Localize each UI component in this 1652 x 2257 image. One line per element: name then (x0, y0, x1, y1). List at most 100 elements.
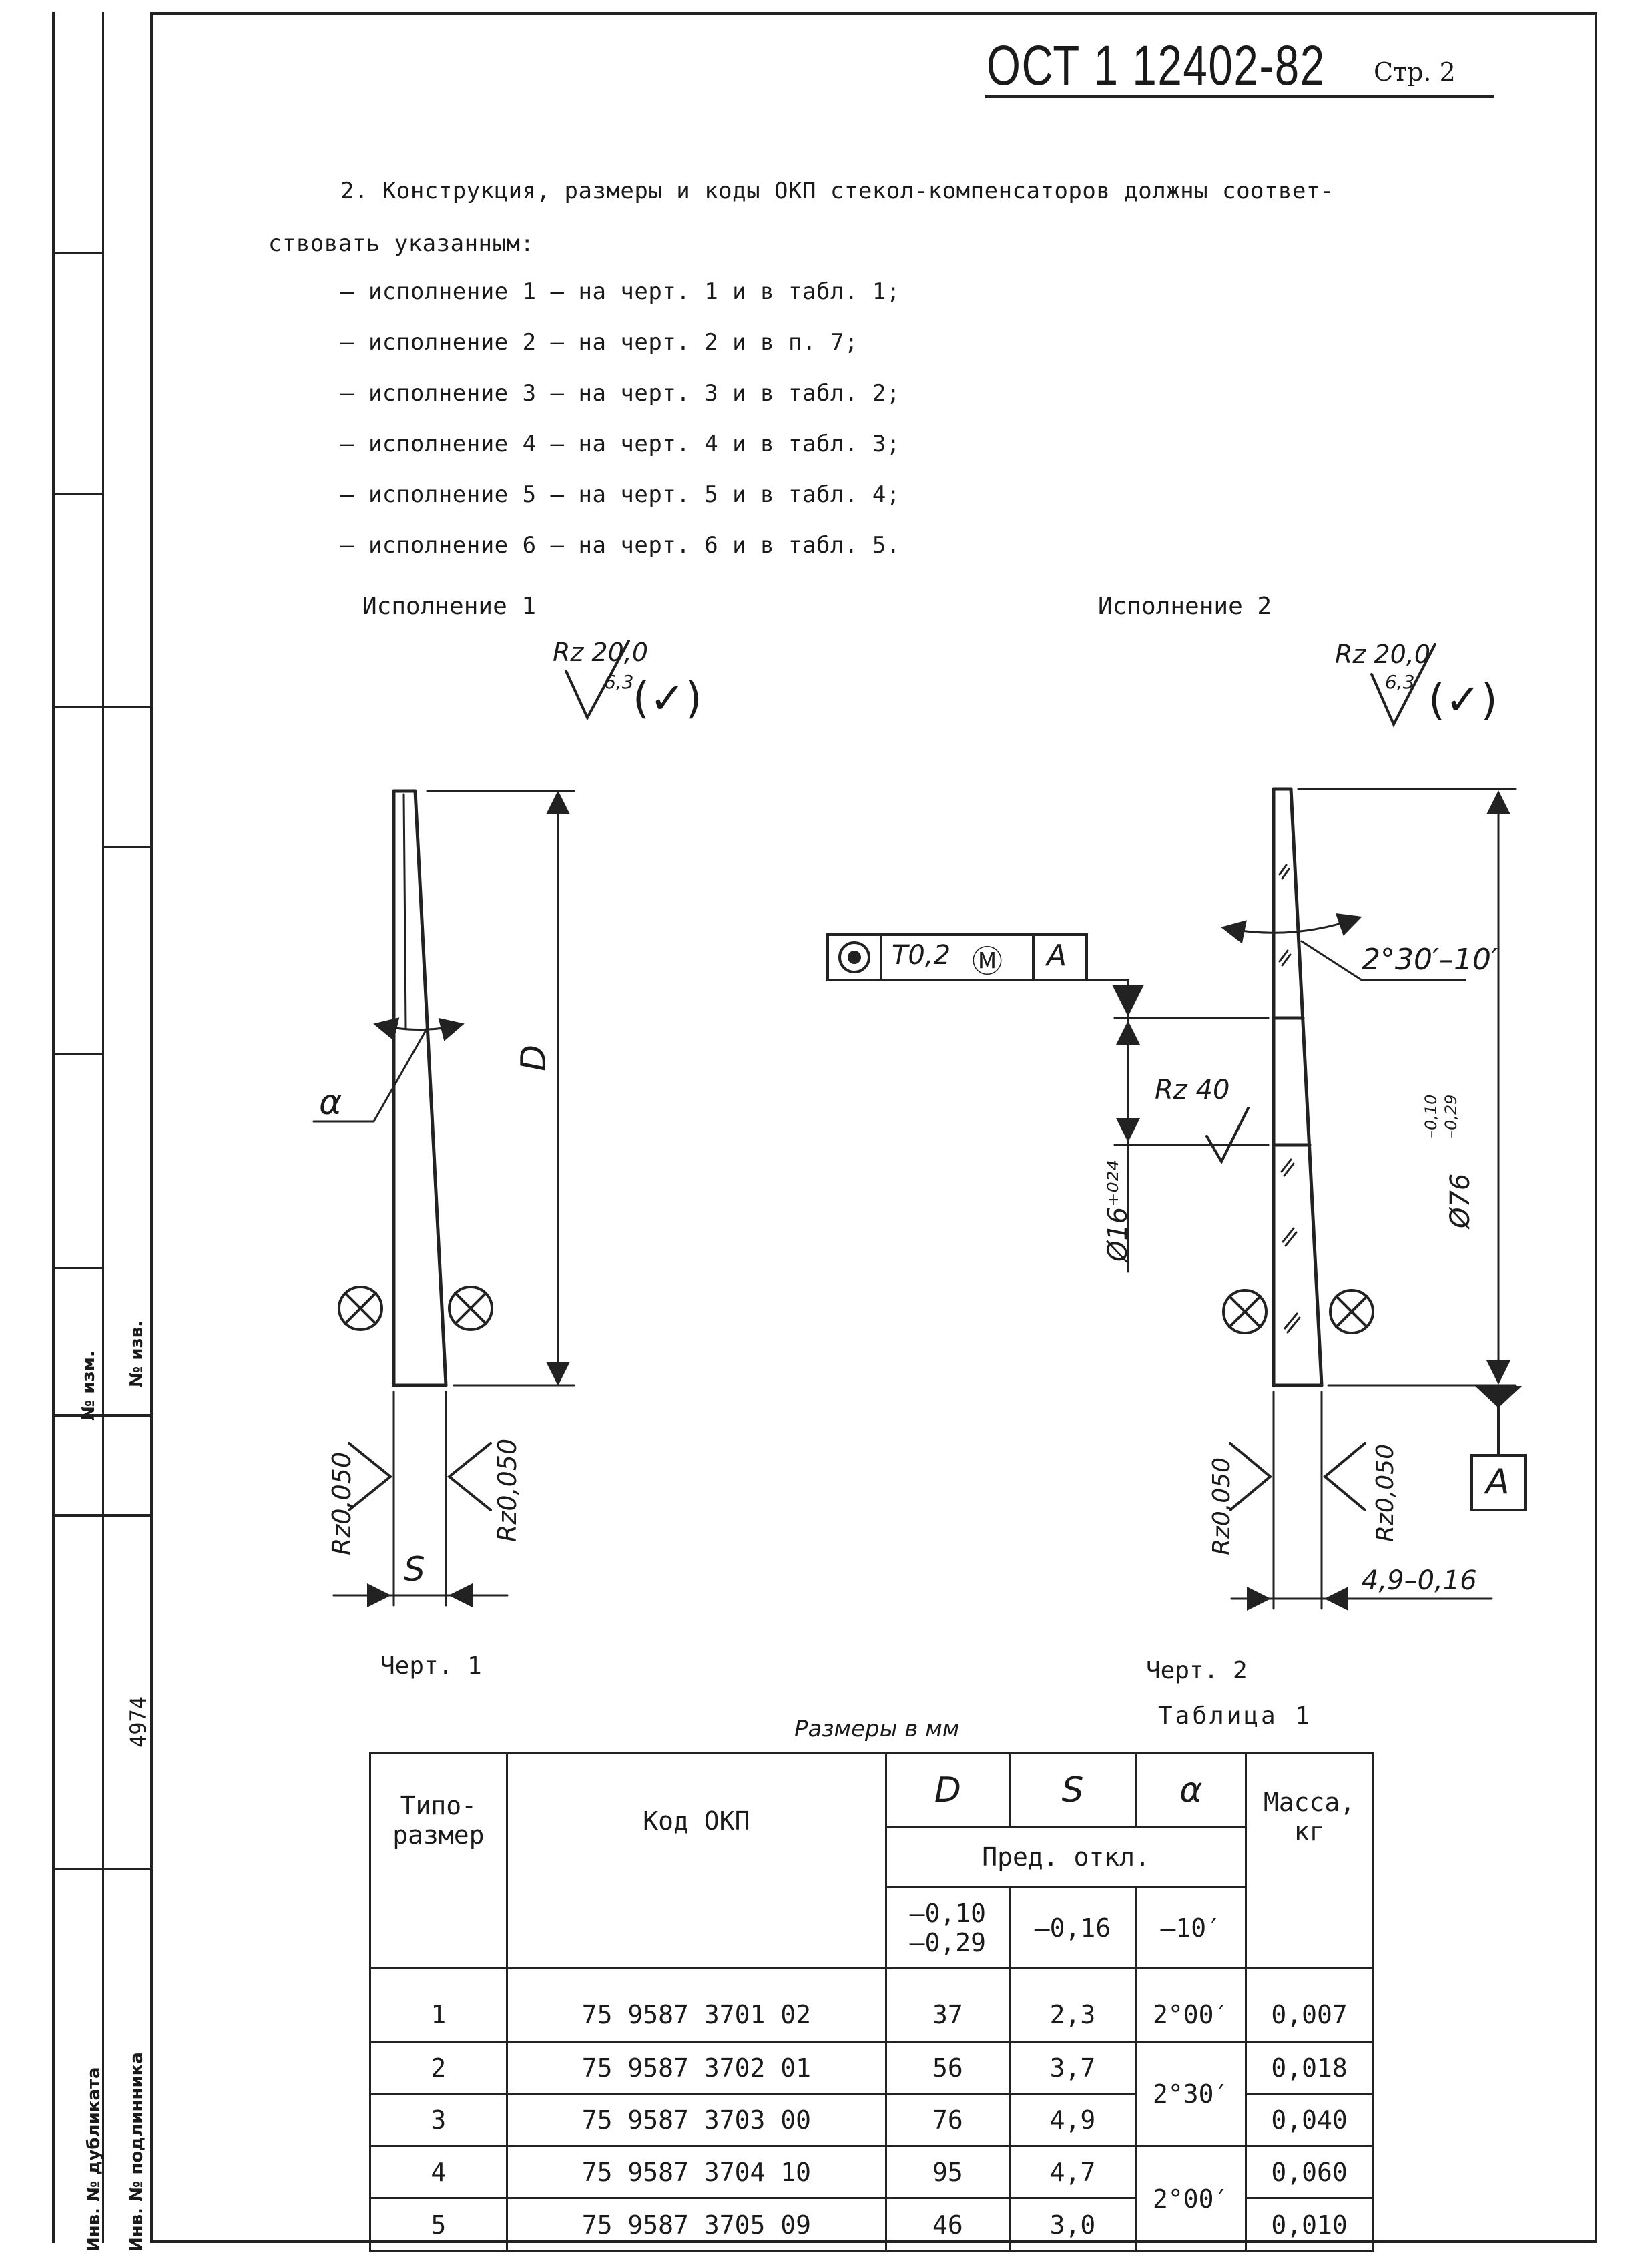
sidebar-rule (52, 493, 102, 495)
tolerance-value: T0,2 (892, 940, 951, 971)
cell-D: 95 (885, 2145, 1011, 2199)
table-row: 4 75 9587 3704 10 95 4,7 2°00′ 0,060 (369, 2145, 1374, 2252)
cell-mass: 0,060 (1245, 2145, 1374, 2199)
cell-mass: 0,010 (1245, 2197, 1374, 2252)
sidebar-rule (102, 846, 152, 848)
cell-D: 76 (885, 2093, 1011, 2147)
cell-S: 3,0 (1008, 2197, 1137, 2252)
cell-mass: 0,018 (1245, 2041, 1374, 2095)
max-material-icon: Ⓜ (972, 943, 1003, 979)
drawing1-dim-D: D (514, 1044, 555, 1072)
cell-S: 4,9 (1008, 2093, 1137, 2147)
cell-code: 75 9587 3701 02 (505, 1988, 888, 2043)
cell-type: 1 (369, 1988, 508, 2043)
roughness-check-icon: (✓) (1428, 676, 1498, 725)
table-row: 1 75 9587 3701 02 37 2,3 2°00′ 0,007 (369, 1988, 1374, 2043)
drawing1-title: Исполнение 1 (362, 593, 537, 620)
drawing2-roughness-right: Rz0,050 (1372, 1444, 1399, 1542)
drawing1-caption: Черт. 1 (380, 1652, 482, 1680)
header-code: Код ОКП (505, 1752, 888, 1969)
drawing2-caption: Черт. 2 (1146, 1657, 1248, 1684)
intro-line-1: 2. Конструкция, размеры и коды ОКП стеко… (340, 178, 1334, 204)
header-tol-S: –0,16 (1008, 1886, 1137, 1969)
spec-table: Типо- размер Код ОКП D S α Масса, кг Пре… (369, 1752, 1374, 2252)
drawing2-roughness-top-sub: 6,3 (1385, 671, 1415, 693)
list-item: – исполнение 4 – на черт. 4 и в табл. 3; (340, 431, 900, 457)
spacer-cell (369, 1967, 508, 1989)
cell-code: 75 9587 3702 01 (505, 2041, 888, 2095)
spacer-cell (885, 1967, 1011, 1989)
cell-S: 2,3 (1008, 1988, 1137, 2043)
drawing1-roughness-right: Rz0,050 (493, 1438, 522, 1542)
list-item: – исполнение 3 – на черт. 3 и в табл. 2; (340, 380, 900, 407)
cell-code: 75 9587 3703 00 (505, 2093, 888, 2147)
sidebar-border-left (52, 12, 55, 2243)
sidebar-registration: № изм. № изв. 4974 Инв. № дубликата Инв.… (52, 12, 153, 2252)
cell-S: 4,7 (1008, 2145, 1137, 2199)
drawing2-roughness-top: Rz 20,0 (1335, 640, 1431, 669)
title-underline (985, 95, 1494, 98)
drawing2-dim-large: Ø76 (1445, 1173, 1476, 1228)
spacer-cell (505, 1967, 888, 1989)
sidebar-rule (52, 706, 152, 708)
sidebar-rule (52, 1868, 152, 1870)
cell-mass: 0,040 (1245, 2093, 1374, 2147)
drawing1-dim-S: S (404, 1550, 425, 1589)
table-units: Размеры в мм (794, 1716, 960, 1742)
intro-line-2: ствовать указанным: (268, 230, 535, 257)
drawing2-dim-small: Ø16⁺⁰²⁴ (1103, 1160, 1133, 1262)
cell-D: 37 (885, 1988, 1011, 2043)
table-row: 3 75 9587 3703 00 76 4,9 0,040 (369, 2093, 1374, 2147)
doc-code: ОСТ 1 12402-82 (987, 34, 1326, 97)
inv-number: 4974 (125, 1696, 151, 1748)
header-tol-D: –0,10 –0,29 (885, 1886, 1011, 1969)
list-item: – исполнение 5 – на черт. 5 и в табл. 4; (340, 481, 900, 508)
sidebar-rule (52, 1414, 152, 1417)
podl-label: Инв. № подлинника (127, 2052, 147, 2252)
header-S: S (1008, 1752, 1137, 1828)
izv-label: № изв. (127, 1320, 147, 1387)
header-alpha: α (1135, 1752, 1248, 1828)
spacer-cell (1008, 1967, 1137, 1989)
roughness-check-icon: (✓) (633, 674, 702, 724)
sidebar-rule (52, 252, 102, 254)
cell-alpha: 2°00′ (1135, 2145, 1248, 2252)
sidebar-divider (102, 12, 104, 2243)
table-row: 5 75 9587 3705 09 46 3,0 0,010 (369, 2197, 1374, 2252)
drawing1-dim-alpha: α (319, 1083, 342, 1123)
header-tol-alpha: –10′ (1135, 1886, 1248, 1969)
cell-D: 56 (885, 2041, 1011, 2095)
drawing2-dim-thickness: 4,9–0,16 (1362, 1565, 1477, 1596)
drawing2-roughness-left: Rz0,050 (1208, 1457, 1235, 1555)
sidebar-rule (52, 1514, 152, 1517)
header-type: Типо- размер (369, 1752, 508, 1969)
cell-D: 46 (885, 2197, 1011, 2252)
sidebar-rule (52, 1267, 102, 1269)
drawing2-angle: 2°30′–10′ (1362, 943, 1498, 977)
sidebar-rule (52, 1053, 102, 1055)
cell-code: 75 9587 3705 09 (505, 2197, 888, 2252)
drawing2-title: Исполнение 2 (1098, 593, 1272, 620)
spacer-cell (1245, 1967, 1374, 1989)
cell-type: 5 (369, 2197, 508, 2252)
list-item: – исполнение 2 – на черт. 2 и в п. 7; (340, 329, 858, 356)
table-row: 2 75 9587 3702 01 56 3,7 2°30′ 0,018 (369, 2041, 1374, 2147)
spacer-cell (1135, 1967, 1248, 1989)
drawing2-dim-large-tol-bottom: –0,29 (1442, 1094, 1460, 1138)
cell-type: 4 (369, 2145, 508, 2199)
header-tolerance-group: Пред. откл. (885, 1826, 1248, 1888)
cell-alpha: 2°00′ (1135, 1988, 1248, 2043)
cell-S: 3,7 (1008, 2041, 1137, 2095)
drawing1-roughness-top-sub: 6,3 (604, 671, 634, 693)
izm-label: № изм. (79, 1350, 99, 1421)
cell-mass: 0,007 (1245, 1988, 1374, 2043)
drawing2-roughness-mid: Rz 40 (1155, 1075, 1230, 1105)
header-mass: Масса, кг (1245, 1752, 1374, 1969)
cell-type: 3 (369, 2093, 508, 2147)
list-item: – исполнение 6 – на черт. 6 и в табл. 5. (340, 532, 900, 559)
page-number: Стр. 2 (1374, 57, 1456, 87)
cell-type: 2 (369, 2041, 508, 2095)
tolerance-datum: A (1047, 939, 1067, 973)
list-item: – исполнение 1 – на черт. 1 и в табл. 1; (340, 278, 900, 305)
table-title: Таблица 1 (1158, 1702, 1313, 1730)
